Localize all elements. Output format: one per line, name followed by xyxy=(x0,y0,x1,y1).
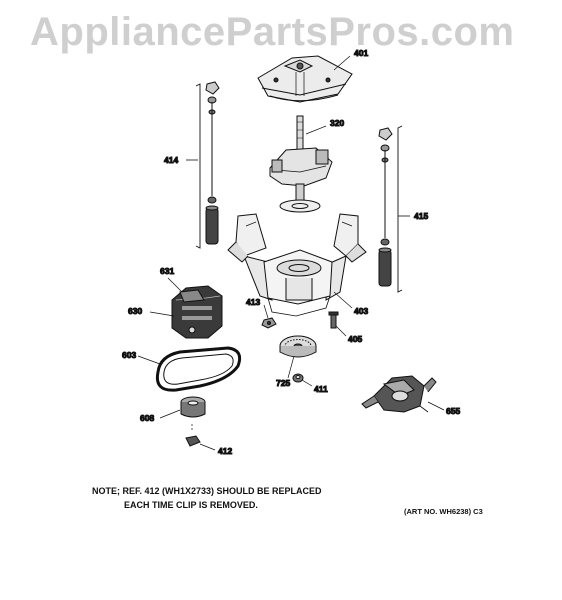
leader-lines xyxy=(137,55,445,451)
label-413: 413 xyxy=(246,297,260,307)
label-415: 415 xyxy=(414,211,428,221)
label-411: 411 xyxy=(314,384,328,394)
part-320-transmission[interactable] xyxy=(269,115,333,213)
note-line-1: NOTE; REF. 412 (WH1X2733) SHOULD BE REPL… xyxy=(92,486,322,496)
label-401: 401 xyxy=(354,48,368,58)
label-320: 320 xyxy=(330,118,344,128)
note-line-2: EACH TIME CLIP IS REMOVED. xyxy=(124,500,258,510)
part-725-pulley[interactable] xyxy=(279,335,317,358)
part-630-motor[interactable] xyxy=(171,285,223,339)
part-603-belt[interactable] xyxy=(155,346,242,392)
label-608: 608 xyxy=(140,413,154,423)
label-603: 603 xyxy=(122,350,136,360)
watermark-text: AppliancePartsPros.com xyxy=(30,10,515,54)
art-number: (ART NO. WH6238) C3 xyxy=(404,507,483,516)
part-412-clip[interactable] xyxy=(185,424,201,447)
part-403-base[interactable] xyxy=(227,213,367,317)
part-411-nut[interactable] xyxy=(292,373,304,383)
label-725: 725 xyxy=(276,378,290,388)
part-655-pump[interactable] xyxy=(361,375,437,413)
label-631: 631 xyxy=(160,266,174,276)
part-414-rod[interactable] xyxy=(186,81,220,249)
part-413-nut[interactable] xyxy=(261,317,277,329)
label-655: 655 xyxy=(446,406,460,416)
label-414: 414 xyxy=(164,155,178,165)
label-405: 405 xyxy=(348,334,362,344)
part-405-bolt[interactable] xyxy=(328,311,339,329)
label-412: 412 xyxy=(218,446,232,456)
part-608-pulley[interactable] xyxy=(180,396,206,418)
part-415-rod[interactable] xyxy=(378,125,410,293)
label-403: 403 xyxy=(354,306,368,316)
label-630: 630 xyxy=(128,306,142,316)
part-401-cover[interactable] xyxy=(257,55,353,103)
